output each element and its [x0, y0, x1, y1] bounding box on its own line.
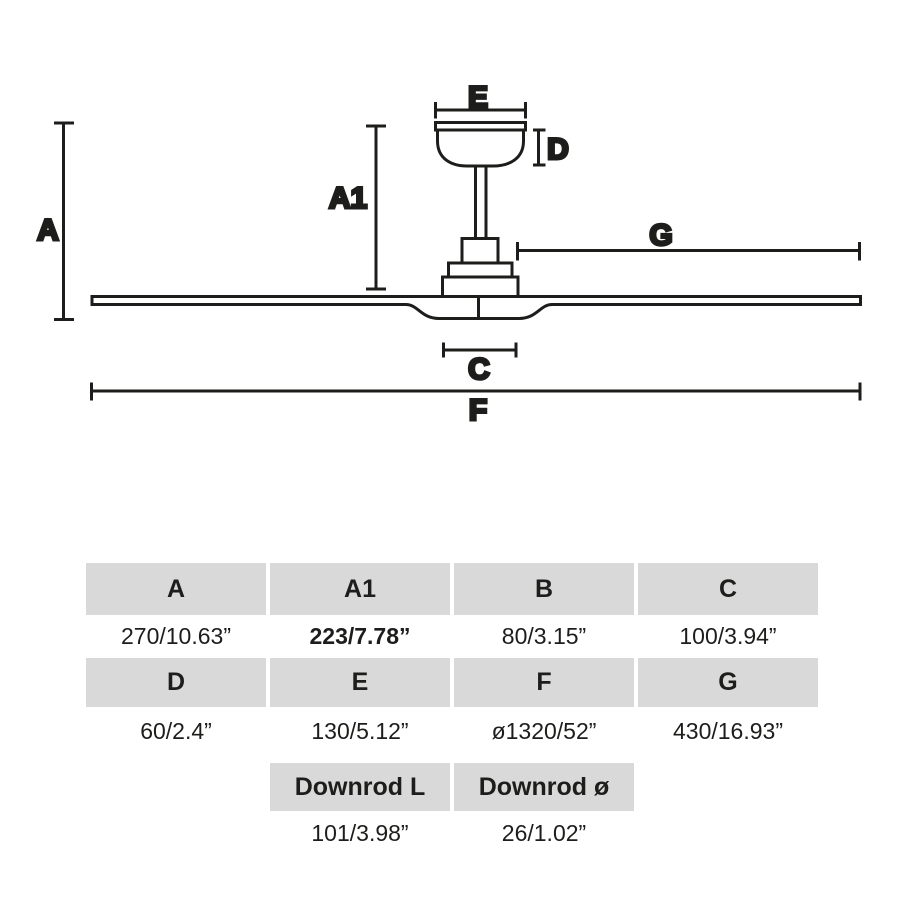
canopy-mount-plate [434, 121, 527, 132]
dimension-line-D [533, 128, 546, 167]
downrod [474, 166, 488, 239]
table-value-B: 80/3.15” [454, 615, 634, 658]
table-header-downrod-length: Downrod L [270, 763, 450, 811]
dim-label-E: E [468, 81, 488, 114]
dimension-line-E [434, 102, 527, 119]
motor-housing-step-middle [447, 261, 514, 279]
dimension-line-A [54, 121, 74, 321]
table-header-B: B [454, 563, 634, 615]
table-value-G: 430/16.93” [638, 707, 818, 755]
table-value-A: 270/10.63” [86, 615, 266, 658]
fan-dimension-diagram: A A1 E D G [36, 80, 862, 429]
dimension-line-G [516, 242, 861, 261]
dim-label-C: C [468, 353, 490, 386]
motor-housing-step-top [460, 237, 500, 265]
dimension-line-F [90, 382, 862, 401]
table-value-downrod-length: 101/3.98” [270, 811, 450, 855]
dim-label-G: G [649, 219, 672, 252]
dimension-line-C [442, 342, 518, 358]
table-value-E: 130/5.12” [270, 707, 450, 755]
dim-label-A1: A1 [329, 182, 367, 215]
table-value-F: ø1320/52” [454, 707, 634, 755]
table-header-downrod-diameter: Downrod ø [454, 763, 634, 811]
table-header-E: E [270, 658, 450, 707]
canopy-bowl [436, 130, 525, 168]
motor-housing-step-bottom [441, 275, 520, 298]
table-value-A1: 223/7.78” [270, 615, 450, 658]
dim-label-D: D [547, 133, 569, 166]
table-header-D: D [86, 658, 266, 707]
dimension-line-A1 [366, 124, 386, 291]
dim-label-F: F [469, 394, 487, 427]
dimensions-table: A A1 B C 270/10.63” 223/7.78” 80/3.15” 1… [86, 563, 818, 855]
table-header-G: G [638, 658, 818, 707]
table-header-A1: A1 [270, 563, 450, 615]
table-header-A: A [86, 563, 266, 615]
table-value-downrod-diameter: 26/1.02” [454, 811, 634, 855]
table-value-C: 100/3.94” [638, 615, 818, 658]
table-value-D: 60/2.4” [86, 707, 266, 755]
fan-blades-and-lower-housing [90, 295, 862, 320]
dim-label-A: A [37, 214, 59, 247]
table-header-C: C [638, 563, 818, 615]
table-header-F: F [454, 658, 634, 707]
